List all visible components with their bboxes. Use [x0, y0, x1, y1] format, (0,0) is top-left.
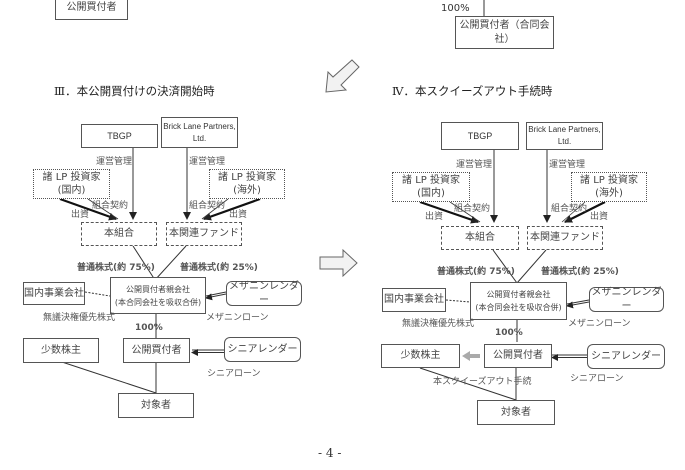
section4-heading: Ⅳ．本スクイーズアウト手続時 [392, 84, 553, 98]
s4-parent-line2: (本合同会社を吸収合併) [475, 303, 562, 312]
s3-common-75: 普通株式(約 75%) [77, 263, 155, 273]
s3-offeror-box: 公開買付者 [123, 338, 190, 363]
s4-fund-related-label: 本関連ファンド [530, 232, 600, 243]
s3-lp-overseas-line2: (海外) [233, 185, 261, 196]
s4-nonvoting-pref: 無議決権優先株式 [402, 319, 475, 329]
page-number: - 4 - [318, 446, 342, 460]
s4-lines [419, 150, 606, 401]
s3-tbgp-label: TBGP [107, 131, 132, 141]
diagonal-flow-arrow [325, 59, 360, 93]
s3-lp-domestic-box: 諸 LP 投資家 (国内) [33, 169, 110, 199]
s3-lp-domestic-line1: 諸 LP 投資家 [42, 172, 101, 183]
s4-common-75: 普通株式(約 75%) [437, 267, 515, 277]
s4-brick-lane-line2: Ltd. [557, 137, 572, 146]
s4-fund-main-label: 本組合 [465, 232, 495, 243]
s4-pct-100: 100% [495, 328, 523, 338]
squeeze-out-arrow [462, 351, 480, 361]
s3-contract-left: 組合契約 [92, 201, 129, 211]
s4-lp-overseas-line1: 諸 LP 投資家 [580, 175, 638, 186]
s3-senior-lender-label: シニアレンダー [227, 343, 298, 355]
s4-senior-lender-box: シニアレンダー [587, 344, 665, 369]
top-right-percent: 100% [441, 3, 470, 14]
s4-mezz-loan: メザニンローン [568, 319, 631, 329]
s3-fund-main-box: 本組合 [81, 222, 157, 246]
s3-mgmt-right: 運営管理 [189, 157, 226, 167]
s4-tbgp-box: TBGP [441, 122, 519, 150]
right-flow-arrow [319, 248, 358, 278]
s4-domestic-company-label: 国内事業会社 [384, 294, 444, 305]
s3-domestic-company-box: 国内事業会社 [23, 282, 85, 305]
s3-minority-box: 少数株主 [23, 338, 99, 363]
s4-senior-lender-label: シニアレンダー [591, 350, 661, 362]
s4-lp-overseas-box: 諸 LP 投資家 (海外) [571, 172, 647, 202]
s3-fund-related-box: 本関連ファンド [166, 222, 242, 246]
s4-brick-lane-line1: Brick Lane Partners, [528, 125, 601, 134]
s3-mgmt-left: 運営管理 [96, 157, 133, 167]
s3-lp-domestic-line2: (国内) [57, 185, 86, 196]
s4-mezz-lender-label: メザニンレンダー [591, 286, 662, 312]
s3-nonvoting-pref: 無議決権優先株式 [43, 313, 116, 323]
s3-target-label: 対象者 [141, 399, 171, 411]
s4-lp-domestic-line2: (国内) [417, 188, 445, 199]
s3-senior-lender-box: シニアレンダー [224, 337, 301, 362]
s3-fund-main-label: 本組合 [104, 228, 134, 239]
s3-parent-line1: 公開買付者親会社 [126, 284, 190, 294]
s4-lp-domestic-box: 諸 LP 投資家 (国内) [392, 172, 470, 202]
s4-mgmt-left: 運営管理 [456, 160, 493, 170]
s3-parent-line2: (本合同会社を吸収合併) [114, 297, 202, 307]
s4-investment-right: 出資 [590, 212, 609, 222]
top-left-offeror-box: 公開買付者 [55, 0, 128, 20]
s4-lp-overseas-line2: (海外) [595, 188, 623, 199]
s4-fund-main-box: 本組合 [441, 226, 519, 250]
top-left-offeror-label: 公開買付者 [66, 1, 117, 13]
s3-pct-100: 100% [135, 323, 163, 333]
s3-lp-overseas-line1: 諸 LP 投資家 [218, 172, 276, 183]
s3-investment-left: 出資 [71, 210, 90, 220]
s3-fund-related-label: 本関連ファンド [169, 228, 239, 239]
s3-mezz-loan: メザニンローン [206, 313, 269, 323]
s4-fund-related-box: 本関連ファンド [527, 226, 603, 250]
s3-senior-loan: シニアローン [207, 369, 261, 379]
s4-parent-line1: 公開買付者親会社 [486, 290, 551, 299]
s4-lp-domestic-line1: 諸 LP 投資家 [402, 175, 460, 186]
s4-brick-lane-box: Brick Lane Partners, Ltd. [526, 122, 603, 150]
s4-investment-left: 出資 [425, 212, 444, 222]
s3-contract-right: 組合契約 [189, 201, 226, 211]
s4-common-25: 普通株式(約 25%) [541, 267, 619, 277]
s4-tbgp-label: TBGP [467, 131, 493, 141]
top-right-offeror-label: 公開買付者（合同会社） [459, 19, 550, 45]
s3-parent-box: 公開買付者親会社 (本合同会社を吸収合併) [110, 277, 206, 314]
s4-senior-loan: シニアローン [570, 374, 624, 384]
top-right-offeror-box: 公開買付者（合同会社） [455, 16, 554, 49]
s3-minority-label: 少数株主 [41, 344, 81, 356]
s4-contract-right: 組合契約 [551, 204, 588, 214]
s3-lp-overseas-box: 諸 LP 投資家 (海外) [209, 169, 285, 199]
s3-domestic-company-label: 国内事業会社 [24, 287, 84, 299]
s4-parent-box: 公開買付者親会社 (本合同会社を吸収合併) [470, 282, 567, 320]
s4-target-box: 対象者 [477, 400, 555, 425]
s3-tbgp-box: TBGP [81, 124, 158, 148]
s4-mgmt-right: 運営管理 [549, 160, 586, 170]
s4-minority-label: 少数株主 [400, 350, 441, 361]
s3-mezz-lender-label: メザニンレンダー [229, 280, 299, 306]
s3-target-box: 対象者 [118, 393, 194, 418]
s4-contract-left: 組合契約 [454, 204, 491, 214]
s3-lines [59, 147, 261, 394]
s4-mezz-lender-box: メザニンレンダー [589, 287, 664, 312]
s3-common-25: 普通株式(約 25%) [180, 263, 258, 273]
s3-brick-lane-line1: Brick Lane Partners, [163, 121, 236, 131]
s4-squeeze-out-label: 本スクイーズアウト手続 [433, 377, 532, 387]
s3-brick-lane-box: Brick Lane Partners, Ltd. [161, 117, 238, 148]
s4-offeror-label: 公開買付者 [493, 350, 543, 361]
s4-offeror-box: 公開買付者 [484, 344, 552, 368]
s3-mezz-lender-box: メザニンレンダー [226, 281, 302, 306]
section3-heading: Ⅲ．本公開買付けの決済開始時 [54, 84, 215, 98]
s3-investment-right: 出資 [229, 210, 248, 220]
s4-minority-box: 少数株主 [381, 344, 460, 368]
s4-target-label: 対象者 [501, 406, 531, 418]
s3-offeror-label: 公開買付者 [131, 344, 182, 356]
s3-brick-lane-line2: Ltd. [192, 133, 207, 143]
s4-domestic-company-box: 国内事業会社 [382, 288, 446, 312]
